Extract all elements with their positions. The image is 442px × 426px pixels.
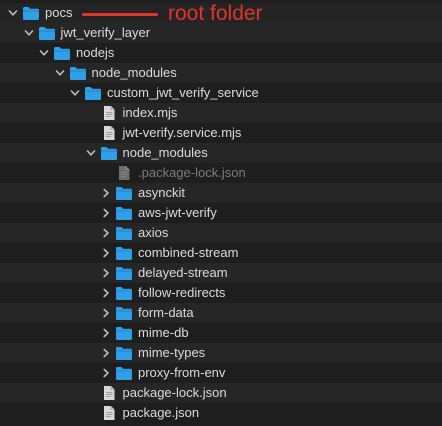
tree-item-label: jwt-verify.service.mjs	[122, 125, 242, 140]
tree-row-custom-jwt-verify-service[interactable]: custom_jwt_verify_service	[0, 83, 442, 103]
tree-row-aws-jwt-verify[interactable]: aws-jwt-verify	[0, 203, 442, 223]
tree-row-asynckit[interactable]: asynckit	[0, 183, 442, 203]
chevron-down-icon[interactable]	[85, 147, 97, 159]
tree-row-nodejs[interactable]: nodejs	[0, 43, 442, 63]
file-icon	[115, 165, 133, 181]
chevron-right-icon[interactable]	[100, 187, 112, 199]
tree-item-label: custom_jwt_verify_service	[107, 85, 259, 100]
tree-row-dot-package-lock-json[interactable]: .package-lock.json	[0, 163, 442, 183]
file-icon	[100, 105, 118, 121]
chevron-right-icon[interactable]	[100, 247, 112, 259]
tree-row-node-modules[interactable]: node_modules	[0, 143, 442, 163]
tree-row-jwt-verify-service-mjs[interactable]: jwt-verify.service.mjs	[0, 123, 442, 143]
chevron-right-icon[interactable]	[100, 307, 112, 319]
tree-row-jwt-verify-layer[interactable]: jwt_verify_layer	[0, 23, 442, 43]
file-icon	[100, 385, 118, 401]
folder-icon	[115, 305, 133, 321]
tree-item-label: node_modules	[122, 145, 208, 160]
folder-icon	[115, 365, 133, 381]
folder-icon	[38, 25, 56, 41]
chevron-down-icon[interactable]	[38, 47, 50, 59]
tree-row-mime-types[interactable]: mime-types	[0, 343, 442, 363]
tree-row-mime-db[interactable]: mime-db	[0, 323, 442, 343]
annotation-line	[82, 12, 158, 16]
tree-item-label: index.mjs	[122, 105, 178, 120]
chevron-right-icon[interactable]	[100, 227, 112, 239]
folder-icon	[115, 205, 133, 221]
folder-icon	[84, 85, 102, 101]
tree-item-label: .package-lock.json	[138, 165, 246, 180]
folder-icon	[100, 145, 118, 161]
tree-row-package-lock-json[interactable]: package-lock.json	[0, 383, 442, 403]
tree-item-label: form-data	[138, 305, 194, 320]
tree-row-combined-stream[interactable]: combined-stream	[0, 243, 442, 263]
tree-item-label: jwt_verify_layer	[60, 25, 151, 40]
tree-item-label: mime-types	[138, 345, 206, 360]
tree-item-label: axios	[138, 225, 169, 240]
tree-row-index-mjs[interactable]: index.mjs	[0, 103, 442, 123]
tree-row-form-data[interactable]: form-data	[0, 303, 442, 323]
folder-icon	[22, 5, 40, 21]
chevron-down-icon[interactable]	[54, 67, 66, 79]
chevron-right-icon[interactable]	[100, 267, 112, 279]
chevron-right-icon[interactable]	[100, 287, 112, 299]
tree-item-label: asynckit	[138, 185, 185, 200]
folder-icon	[53, 45, 71, 61]
chevron-down-icon[interactable]	[69, 87, 81, 99]
tree-item-label: combined-stream	[138, 245, 239, 260]
folder-icon	[69, 65, 87, 81]
chevron-right-icon[interactable]	[100, 327, 112, 339]
tree-row-node-modules[interactable]: node_modules	[0, 63, 442, 83]
chevron-right-icon[interactable]	[100, 207, 112, 219]
folder-icon	[115, 185, 133, 201]
folder-icon	[115, 245, 133, 261]
tree-row-proxy-from-env[interactable]: proxy-from-env	[0, 363, 442, 383]
file-icon	[100, 125, 118, 141]
chevron-down-icon[interactable]	[7, 7, 19, 19]
tree-row-axios[interactable]: axios	[0, 223, 442, 243]
tree-item-label: pocs	[45, 5, 73, 20]
tree-item-label: follow-redirects	[138, 285, 226, 300]
tree-item-label: delayed-stream	[138, 265, 228, 280]
chevron-right-icon[interactable]	[100, 347, 112, 359]
folder-icon	[115, 325, 133, 341]
tree-row-delayed-stream[interactable]: delayed-stream	[0, 263, 442, 283]
tree-item-label: aws-jwt-verify	[138, 205, 217, 220]
tree-item-label: proxy-from-env	[138, 365, 226, 380]
chevron-down-icon[interactable]	[23, 27, 35, 39]
folder-icon	[115, 345, 133, 361]
tree-item-label: package.json	[122, 405, 200, 420]
root-folder-annotation: root folder	[82, 2, 263, 26]
folder-icon	[115, 265, 133, 281]
folder-icon	[115, 225, 133, 241]
tree-row-follow-redirects[interactable]: follow-redirects	[0, 283, 442, 303]
tree-item-label: mime-db	[138, 325, 189, 340]
file-icon	[100, 405, 118, 421]
folder-icon	[115, 285, 133, 301]
tree-row-pocs[interactable]: pocs	[0, 3, 442, 23]
tree-item-label: package-lock.json	[122, 385, 227, 400]
annotation-text: root folder	[168, 2, 263, 25]
tree-row-package-json[interactable]: package.json	[0, 403, 442, 423]
tree-item-label: nodejs	[76, 45, 115, 60]
tree-item-label: node_modules	[91, 65, 177, 80]
chevron-right-icon[interactable]	[100, 367, 112, 379]
